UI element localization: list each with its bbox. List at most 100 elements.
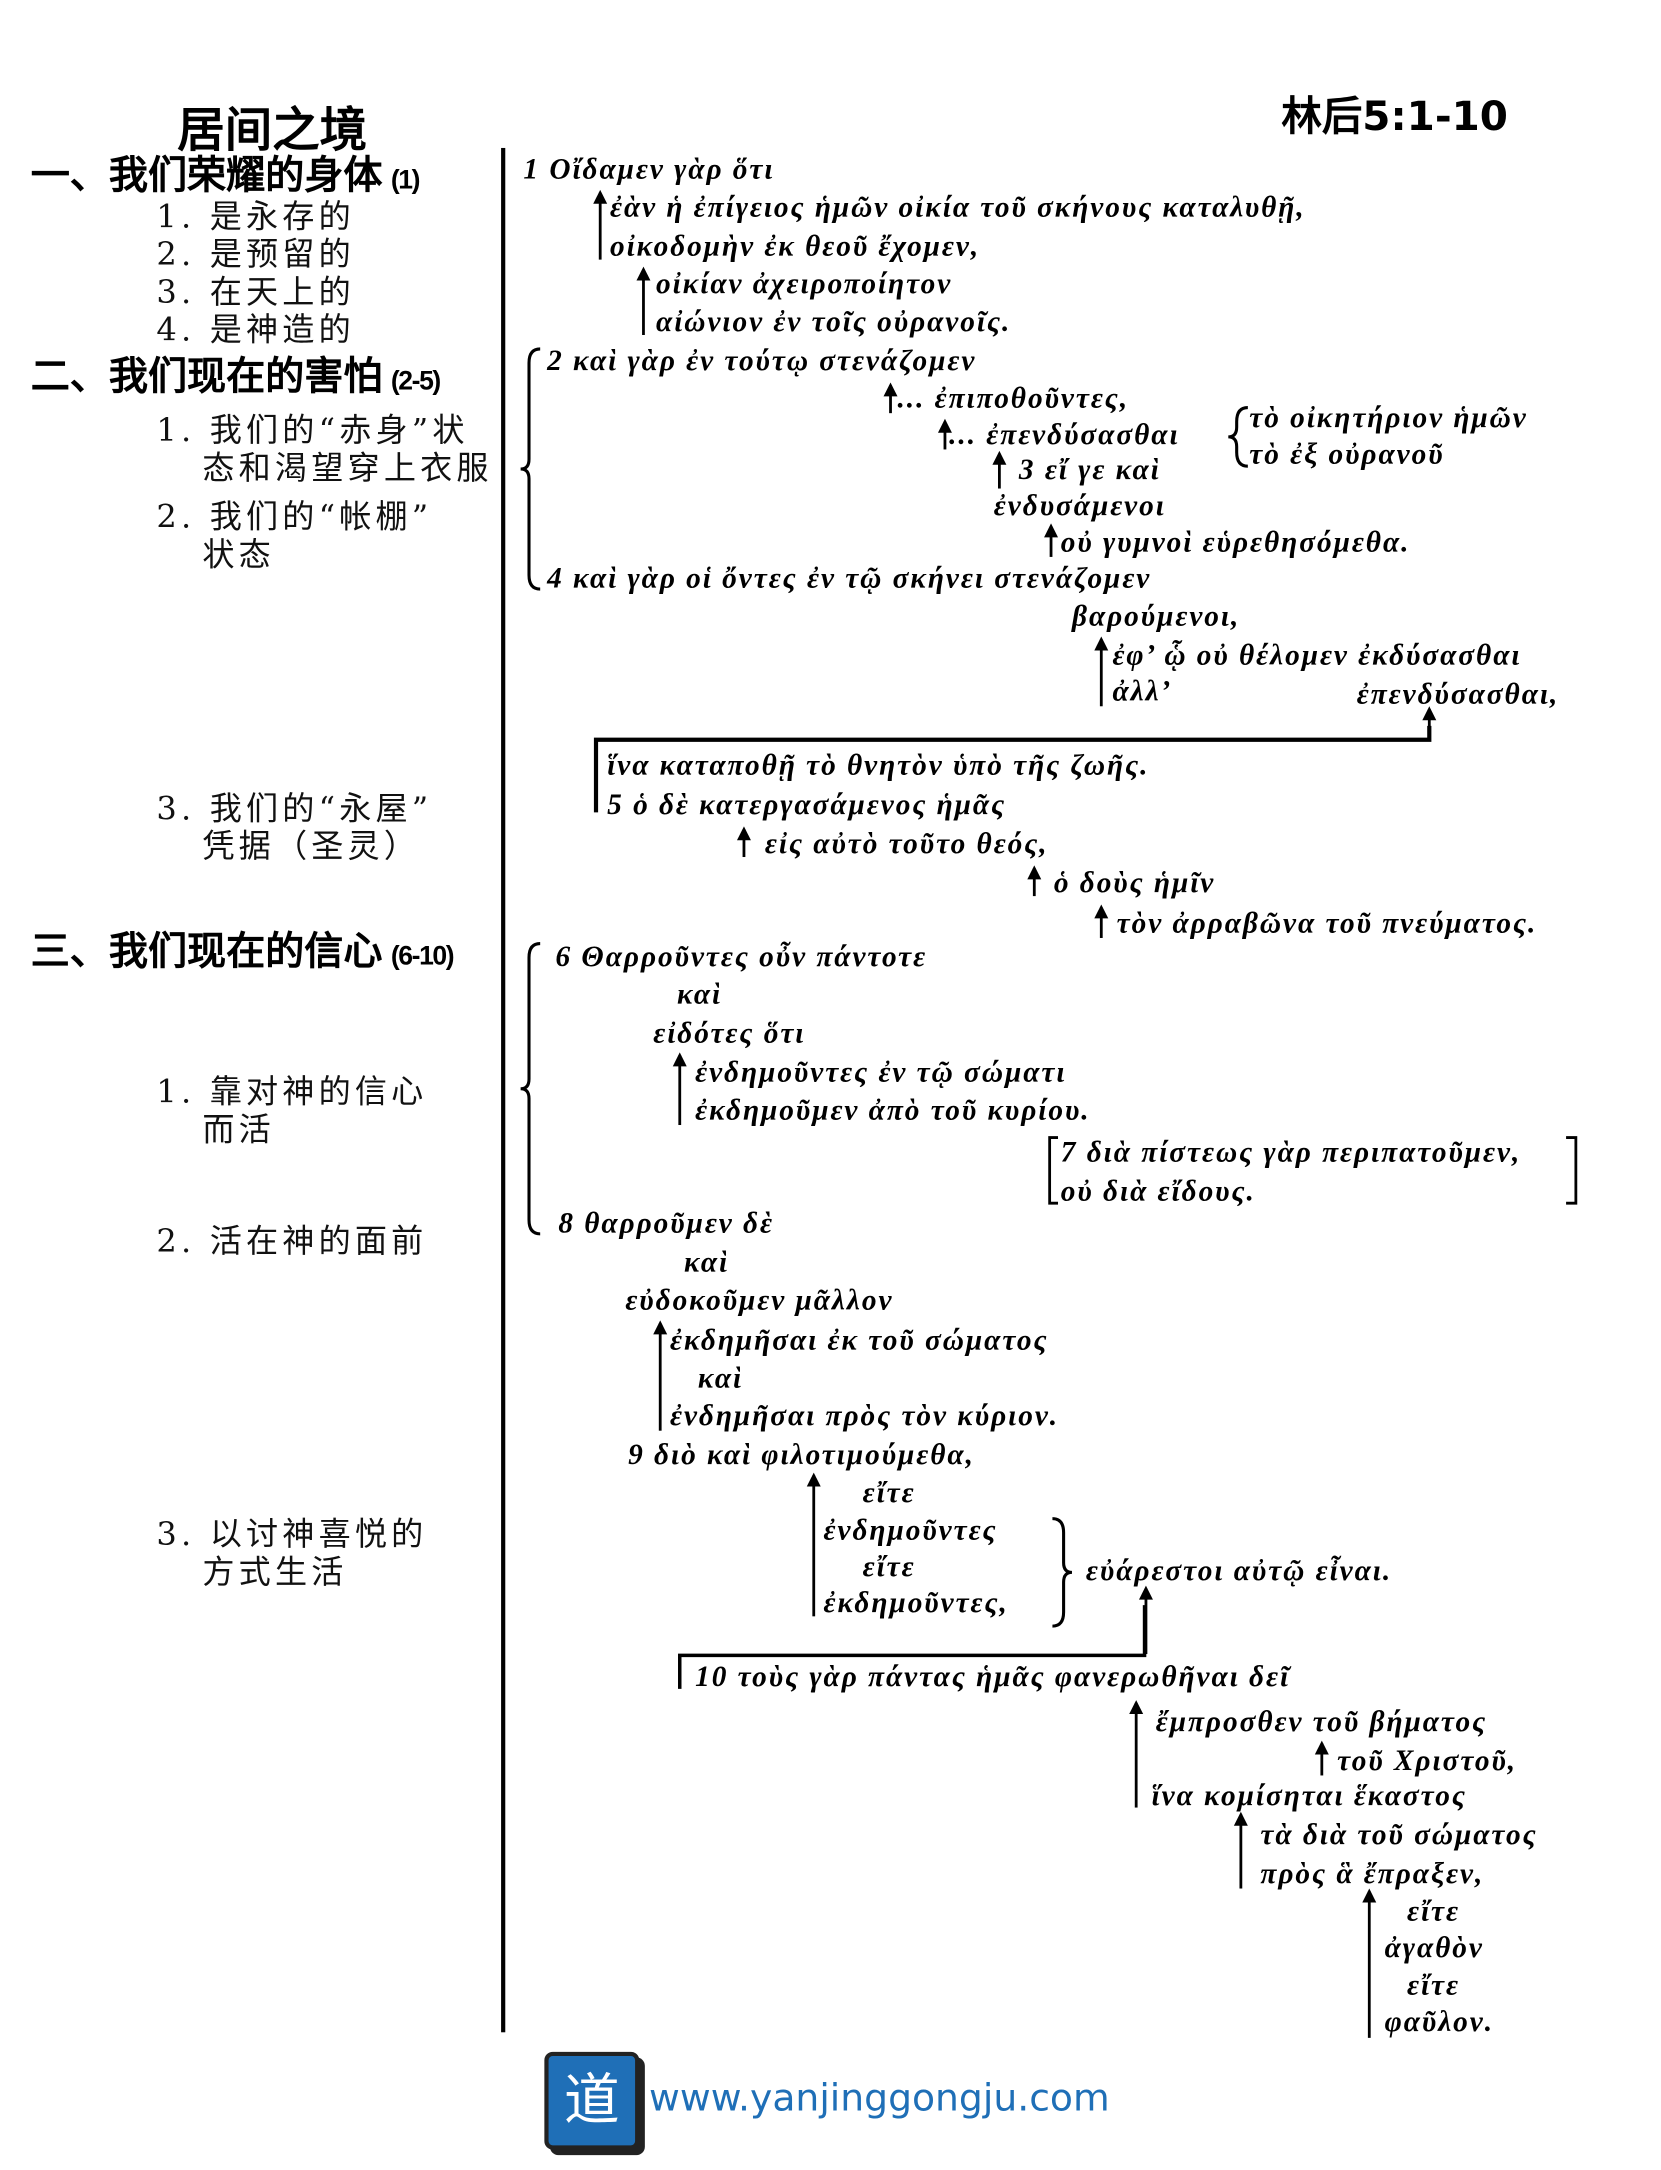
website-link[interactable]: www.yanjinggongju.com [649,2076,1110,2121]
greek-line: ἐνδημῆσαι πρὸς τὸν κύριον. [669,1398,1060,1433]
arrow-up-icon [883,382,898,414]
greek-line: 6 Θαρροῦντες οὖν πάντοτε [555,939,928,973]
greek-line: τοῦ Χριστοῦ, [1337,1743,1518,1777]
greek-line: ἵνα καταποθῇ τὸ θνητὸν ὑπὸ τῆς ζωῆς. [607,748,1150,782]
arrow-up-icon [653,1320,668,1431]
greek-line: ἀλλ’ [1112,674,1173,708]
arrow-up-icon [1094,636,1109,707]
section-heading: 一、我们荣耀的身体(1) [31,153,421,204]
greek-line: 1 Οἴδαμεν γὰρ ὅτι [523,152,775,186]
outline-item: 4. 是神造的 [156,312,355,349]
greek-line: καὶ [676,977,723,1011]
left-brace-icon [520,942,541,1236]
column-divider [501,147,506,2033]
greek-line: 10 τοὺς γὰρ πάντας ἡμᾶς φανερωθῆναι δεῖ [695,1659,1291,1694]
greek-line: εἴτε [1406,1968,1460,2002]
page-title: 居间之境 [177,103,368,160]
greek-line: ὁ δοὺς ἡμῖν [1053,865,1216,899]
greek-line: ... ἐπενδύσασθαι [949,417,1180,451]
greek-line: εἴτε [862,1549,916,1583]
outline-item: 而活 [202,1112,275,1149]
outline-item: 3. 在天上的 [156,274,355,312]
greek-line: τὰ διὰ τοῦ σώματος [1260,1817,1538,1851]
arrow-up-icon [1027,865,1042,897]
greek-line: ἐπενδύσασθαι, [1356,676,1560,711]
greek-line: φαῦλον. [1384,2004,1495,2038]
greek-line: καὶ [683,1245,730,1279]
greek-line: καὶ [697,1360,744,1395]
outline-item: 2. 活在神的面前 [156,1224,428,1261]
greek-line: ἔμπροσθεν τοῦ βήματος [1155,1704,1488,1738]
greek-line: οἰκοδομὴν ἐκ θεοῦ ἔχομεν, [609,228,981,263]
arrow-up-icon [937,418,952,450]
outline-item: 3. 以讨神喜悦的 [156,1517,428,1554]
greek-line: ἐνδυσάμενοι [993,488,1166,523]
greek-line: 9 διὸ καὶ φιλοτιμούμεθα, [628,1437,975,1472]
arrow-up-icon [806,1472,821,1617]
greek-line: εὐδοκοῦμεν μᾶλλον [625,1282,894,1317]
section-title: 三、我们现在的信心 [30,928,383,975]
greek-line: εἴτε [862,1475,916,1509]
greek-line: 8 θαρροῦμεν δὲ [558,1205,775,1240]
arrow-up-icon [1233,1811,1248,1889]
arrow-up-icon [672,1052,687,1126]
greek-line: 5 ὁ δὲ κατεργασάμενος ἡμᾶς [607,787,1007,821]
greek-line: 4 καὶ γὰρ οἱ ὄντες ἐν τῷ σκήνει στενάζομ… [547,561,1152,595]
greek-line: ἐκδημῆσαι ἐκ τοῦ σώματος [669,1323,1049,1357]
outline-item: 方式生活 [202,1554,348,1592]
section-title: 二、我们现在的害怕 [30,353,383,400]
greek-line: ἐνδημοῦντες ἐν τῷ σώματι [695,1055,1067,1089]
greek-line: ἐφ’ ᾧ οὐ θέλομεν ἐκδύσασθαι [1112,637,1522,672]
greek-line: εἴτε [1406,1894,1460,1928]
section-heading: 二、我们现在的害怕(2-5) [30,353,442,405]
section-heading: 三、我们现在的信心(6-10) [30,928,455,980]
greek-line: τὸ οἰκητήριον ἡμῶν [1249,400,1528,435]
arrow-up-icon [1422,706,1437,737]
greek-line: εἰδότες ὅτι [653,1016,806,1050]
outline-item: 1. 我们的“赤身”状 [156,413,469,450]
arrow-up-icon [636,266,651,335]
greek-line: ἐκδημοῦμεν ἀπὸ τοῦ κυρίου. [695,1092,1091,1127]
left-brace-icon [520,347,541,591]
greek-line: 7 διὰ πίστεως γὰρ περιπατοῦμεν, [1060,1134,1522,1169]
connector-line [593,725,1432,813]
arrow-up-icon [1129,1700,1144,1808]
greek-line: εὐάρεστοι αὐτῷ εἶναι. [1085,1553,1393,1588]
outline-item: 1. 靠对神的信心 [156,1074,428,1112]
greek-line: οὐ διὰ εἴδους. [1060,1173,1256,1208]
logo-icon: 道 [544,2051,640,2150]
left-bracket-icon [1048,1136,1059,1205]
greek-line: πρὸς ἃ ἔπραξεν, [1260,1856,1485,1890]
connector-line [678,1605,1147,1689]
arrow-up-icon [1362,1888,1377,2038]
greek-line: βαρούμενοι, [1071,598,1241,633]
outline-item: 1. 是永存的 [156,199,355,236]
greek-line: τὸ ἐξ οὐρανοῦ [1249,436,1445,471]
greek-line: αἰώνιον ἐν τοῖς οὐρανοῖς. [656,304,1012,338]
outline-item: 态和渴望穿上衣服 [202,450,493,488]
arrow-up-icon [992,450,1007,489]
scripture-reference: 林后5:1-10 [1281,92,1508,140]
greek-line: οὐ γυμνοὶ εὑρεθησόμεθα. [1060,524,1411,559]
arrow-up-icon [1314,1740,1329,1776]
greek-line: ἀγαθὸν [1384,1930,1484,1964]
arrow-up-icon [1094,904,1109,938]
outline-item: 2. 是预留的 [156,237,355,274]
arrow-up-icon [736,826,751,858]
verse-range: (2-5) [390,367,441,397]
outline-item: 状态 [202,537,275,574]
outline-item: 2. 我们的“帐棚” [156,499,433,536]
greek-line: ... ἐπιποθοῦντες, [897,381,1130,415]
greek-line: ἵνα κομίσηται ἕκαστος [1151,1778,1467,1812]
right-brace-icon [1052,1517,1073,1628]
greek-line: ἐνδημοῦντες [823,1513,998,1547]
outline-item: 凭据（圣灵） [202,829,421,866]
greek-line: εἰς αὐτὸ τοῦτο θεός, [764,826,1049,860]
greek-line: 2 καὶ γὰρ ἐν τούτῳ στενάζομεν [547,343,977,377]
outline-item: 3. 我们的“永屋” [156,791,433,828]
left-brace-icon [1228,406,1248,468]
arrow-up-icon [1044,523,1059,557]
right-bracket-icon [1566,1136,1578,1205]
